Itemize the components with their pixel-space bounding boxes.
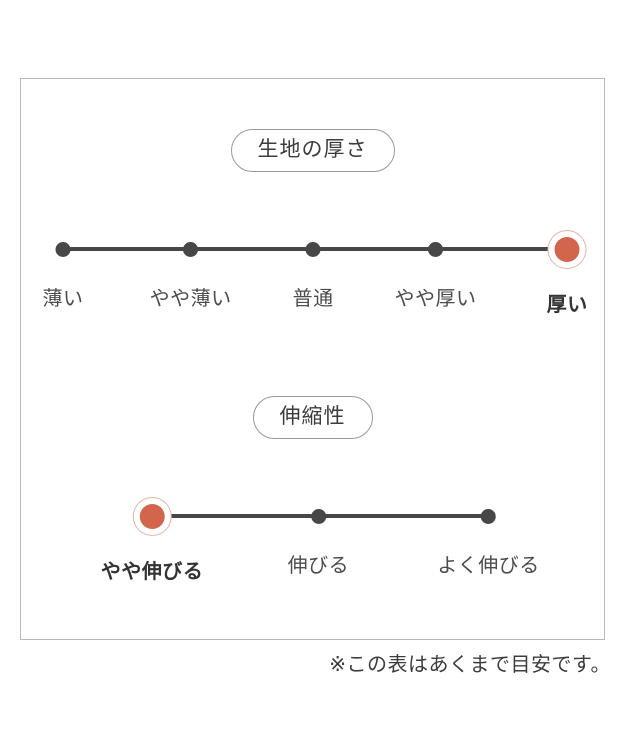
footnote-text: ※この表はあくまで目安です。 <box>329 654 611 676</box>
scale-block-thickness: 生地の厚さ 薄い やや薄い 普通 やや厚い 厚い <box>21 129 604 316</box>
scale-point-stretch-0-selected[interactable]: やや伸びる <box>100 504 204 584</box>
scale-area-stretch: やや伸びる 伸びる よく伸びる <box>21 486 604 583</box>
scale-block-stretch: 伸縮性 やや伸びる 伸びる よく伸びる <box>21 396 604 583</box>
scale-title-badge-stretch: 伸縮性 <box>252 396 373 439</box>
scale-point-label: よく伸びる <box>437 555 540 577</box>
scale-point-label: やや厚い <box>394 288 477 310</box>
scale-point-label: やや伸びる <box>100 561 204 583</box>
scale-dot-icon <box>310 509 326 524</box>
fabric-spec-frame: 生地の厚さ 薄い やや薄い 普通 やや厚い 厚い <box>20 78 605 640</box>
scale-dot-selected-icon <box>139 504 165 529</box>
scale-point-label: 薄い <box>42 288 84 310</box>
scale-point-thickness-2[interactable]: 普通 <box>292 242 334 311</box>
scale-point-thickness-3[interactable]: やや厚い <box>394 242 477 311</box>
scale-dot-icon <box>428 242 443 257</box>
scale-dot-icon <box>305 242 321 257</box>
badge-row-stretch: 伸縮性 <box>21 396 604 439</box>
scale-point-thickness-1[interactable]: やや薄い <box>149 242 232 311</box>
scale-title-badge-thickness: 生地の厚さ <box>230 129 395 172</box>
scale-dot-selected-icon <box>554 237 580 262</box>
scale-point-thickness-0[interactable]: 薄い <box>42 242 84 311</box>
scale-point-stretch-2[interactable]: よく伸びる <box>437 509 540 578</box>
scale-point-label: 厚い <box>546 294 588 316</box>
scale-area-thickness: 薄い やや薄い 普通 やや厚い 厚い <box>21 219 604 316</box>
scale-point-label: 普通 <box>292 288 334 310</box>
scale-point-stretch-1[interactable]: 伸びる <box>287 509 350 578</box>
scale-dot-icon <box>481 509 497 524</box>
scale-dot-icon <box>55 242 71 257</box>
scale-point-label: やや薄い <box>149 288 232 310</box>
scale-dot-icon <box>183 242 199 257</box>
badge-row-thickness: 生地の厚さ <box>21 129 604 172</box>
scale-point-label: 伸びる <box>287 555 350 577</box>
scale-point-thickness-4-selected[interactable]: 厚い <box>546 237 588 317</box>
